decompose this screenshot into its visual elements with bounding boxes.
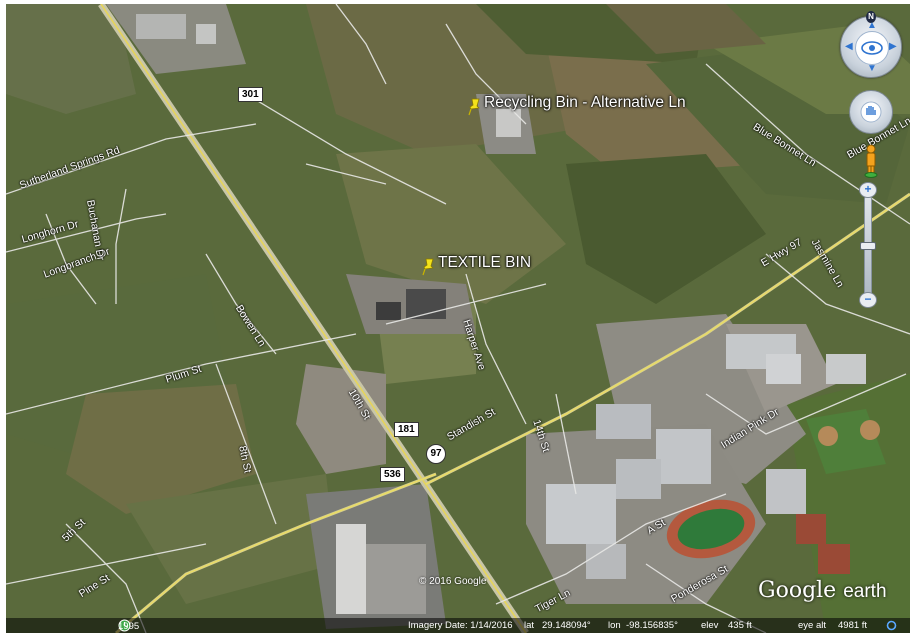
tx-97-shield: 97 — [426, 444, 446, 464]
logo-earth: earth — [843, 581, 887, 602]
status-bar: 1995 Imagery Date: 1/14/2016 lat 29.1480… — [6, 618, 910, 633]
arrow-right-icon[interactable]: ▶ — [889, 41, 897, 52]
arrow-down-icon[interactable]: ▼ — [867, 63, 877, 74]
satellite-imagery — [6, 4, 910, 633]
hand-icon — [860, 101, 882, 123]
lat-label: lat — [524, 620, 535, 631]
copyright-notice: © 2016 Google — [419, 576, 487, 587]
zoom-thumb[interactable] — [860, 242, 876, 250]
north-indicator[interactable]: N — [866, 11, 876, 23]
zoom-out-button[interactable]: − — [859, 292, 877, 308]
lon-label: lon — [608, 620, 621, 631]
look-joystick[interactable]: N ▲ ▼ ◀ ▶ — [840, 11, 902, 78]
imagery-date: Imagery Date: 1/14/2016 — [408, 620, 513, 631]
google-earth-logo: Google earth — [758, 578, 887, 603]
lon-value: -98.156835° — [626, 620, 678, 631]
us-301-shield: 301 — [238, 87, 263, 102]
placemark-label: TEXTILE BIN — [438, 254, 532, 271]
logo-google: Google — [758, 578, 837, 603]
pushpin-icon — [422, 258, 434, 276]
zoom-slider[interactable]: + − — [857, 182, 877, 312]
eye-alt-label: eye alt — [798, 620, 826, 631]
historical-year: 1995 — [118, 621, 140, 632]
move-joystick[interactable] — [849, 90, 893, 134]
pegman-icon — [864, 144, 878, 178]
zoom-in-button[interactable]: + — [859, 182, 877, 198]
arrow-up-icon[interactable]: ▲ — [867, 20, 877, 31]
elev-label: elev — [701, 620, 719, 631]
street-view-pegman[interactable] — [864, 144, 878, 183]
clock-icon — [118, 619, 131, 632]
map-view[interactable]: Sutherland Springs Rd Longhorn Dr Longbr… — [6, 4, 910, 633]
placemark-label: Recycling Bin - Alternative Ln — [484, 94, 686, 111]
historical-imagery-badge[interactable]: 1995 — [118, 619, 139, 632]
streaming-indicator-icon — [886, 620, 897, 631]
eye-icon — [861, 41, 883, 55]
arrow-left-icon[interactable]: ◀ — [845, 41, 853, 52]
fm-536-shield: 536 — [380, 467, 405, 482]
eye-alt-value: 4981 ft — [838, 620, 868, 631]
lat-value: 29.148094° — [542, 620, 591, 631]
us-181-shield: 181 — [394, 422, 419, 437]
elev-value: 435 ft — [728, 620, 752, 631]
pushpin-icon — [468, 98, 480, 116]
